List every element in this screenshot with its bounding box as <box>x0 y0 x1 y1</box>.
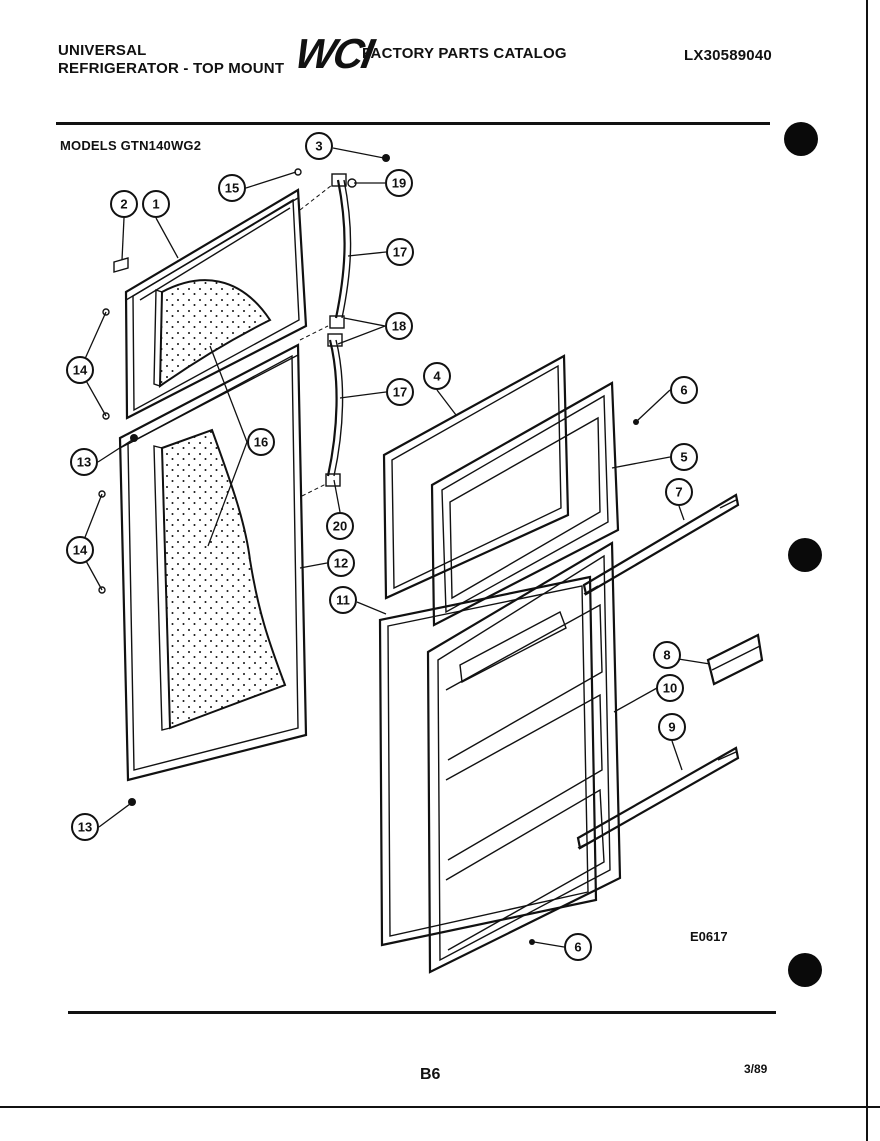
callout-9: 9 <box>658 713 686 741</box>
fresh-food-gasket <box>378 575 598 947</box>
callout-4: 4 <box>423 362 451 390</box>
callout-18: 18 <box>385 312 413 340</box>
callout-10: 10 <box>656 674 684 702</box>
fresh-food-door-liner <box>426 541 622 974</box>
callout-8-label: 8 <box>663 648 670 663</box>
callout-17-upper-label: 17 <box>393 245 407 260</box>
diagram-code: E0617 <box>690 929 728 944</box>
callout-8: 8 <box>653 641 681 669</box>
lower-handle-assembly <box>325 333 344 487</box>
lower-hinge-guide-line <box>301 483 327 497</box>
callout-17-lower-label: 17 <box>393 385 407 400</box>
middle-hinge-guide-line <box>299 325 329 341</box>
callout-6-upper: 6 <box>670 376 698 404</box>
dairy-door-rack <box>706 633 764 686</box>
callout-13-lower-label: 13 <box>78 820 92 835</box>
callout-5-label: 5 <box>680 450 687 465</box>
freezer-door <box>124 188 308 420</box>
callout-7: 7 <box>665 478 693 506</box>
binder-hole-middle <box>788 538 822 572</box>
callout-6-lower-label: 6 <box>574 940 581 955</box>
callout-11: 11 <box>329 586 357 614</box>
callout-14-lower-label: 14 <box>73 543 88 558</box>
callout-19-label: 19 <box>392 176 406 191</box>
scan-edge-bottom <box>0 1106 880 1108</box>
callout-5: 5 <box>670 443 698 471</box>
catalog-title: FACTORY PARTS CATALOG <box>362 45 567 62</box>
callout-13-lower: 13 <box>71 813 99 841</box>
callout-12: 12 <box>327 549 355 577</box>
header-rule <box>56 122 770 125</box>
binder-hole-bottom <box>788 953 822 987</box>
callout-12-label: 12 <box>334 556 348 571</box>
page-date: 3/89 <box>744 1062 768 1076</box>
callout-15: 15 <box>218 174 246 202</box>
callout-20: 20 <box>326 512 354 540</box>
footer-rule <box>68 1011 776 1014</box>
fresh-food-door-gasket-edge <box>153 445 171 731</box>
callout-16-freezer: 16 <box>247 428 275 456</box>
brand-line-2: REFRIGERATOR - TOP MOUNT <box>58 60 285 77</box>
callout-2-label: 2 <box>120 197 127 212</box>
page-number: B6 <box>420 1066 441 1083</box>
freezer-gasket <box>382 354 570 600</box>
document-number: LX30589040 <box>684 47 772 64</box>
upper-handle-assembly <box>329 173 352 329</box>
callout-18-label: 18 <box>392 319 406 334</box>
brand-line-1: UNIVERSAL <box>58 42 147 59</box>
callout-11-label: 11 <box>336 593 350 608</box>
callout-19: 19 <box>385 169 413 197</box>
callout-4-label: 4 <box>433 369 441 384</box>
callout-1-label: 1 <box>152 197 159 212</box>
callout-13-upper-label: 13 <box>77 455 91 470</box>
callout-3-label: 3 <box>315 139 322 154</box>
freezer-door-insulation <box>158 279 272 388</box>
callout-17-lower: 17 <box>386 378 414 406</box>
callout-9-label: 9 <box>668 720 675 735</box>
binder-hole-top <box>784 122 818 156</box>
callout-3: 3 <box>305 132 333 160</box>
scan-edge-right <box>866 0 868 1141</box>
freezer-door-gasket-edge <box>153 289 163 387</box>
callout-1: 1 <box>142 190 170 218</box>
callout-20-label: 20 <box>333 519 347 534</box>
fresh-food-door-insulation <box>160 428 287 730</box>
callout-13-upper: 13 <box>70 448 98 476</box>
callout-6-upper-label: 6 <box>680 383 687 398</box>
callout-7-label: 7 <box>675 485 682 500</box>
callout-14-lower: 14 <box>66 536 94 564</box>
callout-2: 2 <box>110 190 138 218</box>
fresh-food-shelf-rack <box>576 746 740 850</box>
upper-hinge-guide-line <box>299 184 333 211</box>
callout-14-upper: 14 <box>66 356 94 384</box>
models-label: MODELS GTN140WG2 <box>60 138 202 153</box>
callout-10-label: 10 <box>663 681 677 696</box>
callout-14-upper-label: 14 <box>73 363 88 378</box>
callout-17-upper: 17 <box>386 238 414 266</box>
callout-6-lower: 6 <box>564 933 592 961</box>
freezer-door-liner <box>430 381 620 627</box>
callout-15-label: 15 <box>225 181 239 196</box>
callout-16-label: 16 <box>254 435 268 450</box>
